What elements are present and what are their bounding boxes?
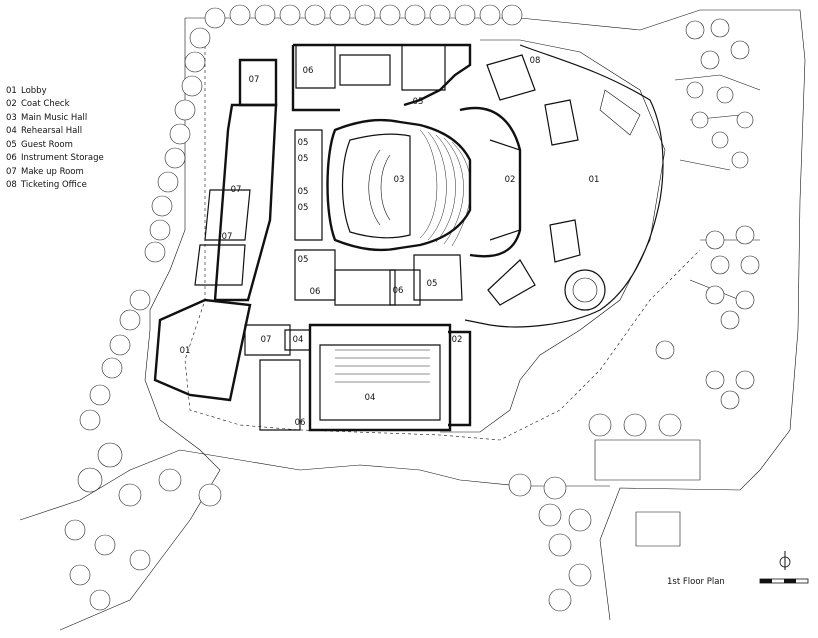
legend-number: 06 — [6, 153, 17, 164]
legend-number: 02 — [6, 99, 17, 110]
room-label: 02 — [452, 335, 463, 345]
legend-label: Coat Check — [21, 99, 70, 110]
landscape-trees — [64, 4, 760, 612]
room-label: 08 — [530, 56, 541, 66]
room-label: 06 — [295, 418, 306, 428]
legend-item: 06 Instrument Storage — [6, 152, 104, 166]
legend-label: Ticketing Office — [21, 180, 87, 191]
legend-label: Lobby — [21, 85, 47, 96]
legend-item: 08 Ticketing Office — [6, 179, 104, 193]
legend-number: 07 — [6, 166, 17, 177]
legend-item: 03 Main Music Hall — [6, 111, 104, 125]
legend-item: 07 Make up Room — [6, 165, 104, 179]
legend-number: 08 — [6, 180, 17, 191]
room-label: 04 — [365, 393, 376, 403]
legend-number: 03 — [6, 112, 17, 123]
room-label: 01 — [589, 175, 600, 185]
plan-title: 1st Floor Plan — [667, 577, 725, 587]
legend-label: Make up Room — [21, 166, 84, 177]
room-label: 05 — [298, 255, 309, 265]
room-label: 05 — [413, 97, 424, 107]
room-label: 01 — [180, 346, 191, 356]
site-outline — [19, 9, 806, 631]
legend: 01 Lobby 02 Coat Check 03 Main Music Hall 0… — [6, 84, 104, 192]
room-label: 06 — [310, 287, 321, 297]
scale-bar — [759, 578, 809, 584]
building-walls — [153, 43, 664, 432]
room-label: 04 — [293, 335, 304, 345]
room-label: 03 — [394, 175, 405, 185]
legend-label: Main Music Hall — [21, 112, 88, 123]
legend-number: 01 — [6, 85, 17, 96]
legend-label: Rehearsal Hall — [21, 126, 83, 137]
north-arrow-icon — [779, 551, 791, 570]
legend-item: 02 Coat Check — [6, 98, 104, 112]
legend-label: Instrument Storage — [21, 153, 104, 164]
room-label: 05 — [427, 279, 438, 289]
room-label: 06 — [303, 66, 314, 76]
room-label: 02 — [505, 175, 516, 185]
room-label: 07 — [261, 335, 272, 345]
room-label: 05 — [298, 187, 309, 197]
legend-number: 05 — [6, 139, 17, 150]
room-label: 07 — [231, 185, 242, 195]
room-labels: 07 06 08 05 05 05 05 05 03 02 01 07 07 0… — [180, 56, 600, 428]
legend-item: 01 Lobby — [6, 84, 104, 98]
room-label: 07 — [222, 232, 233, 242]
legend-item: 05 Guest Room — [6, 138, 104, 152]
legend-item: 04 Rehearsal Hall — [6, 125, 104, 139]
legend-number: 04 — [6, 126, 17, 137]
room-label: 05 — [298, 203, 309, 213]
room-label: 05 — [298, 154, 309, 164]
legend-label: Guest Room — [21, 139, 73, 150]
room-label: 05 — [298, 138, 309, 148]
room-label: 06 — [393, 286, 404, 296]
room-label: 07 — [249, 75, 260, 85]
